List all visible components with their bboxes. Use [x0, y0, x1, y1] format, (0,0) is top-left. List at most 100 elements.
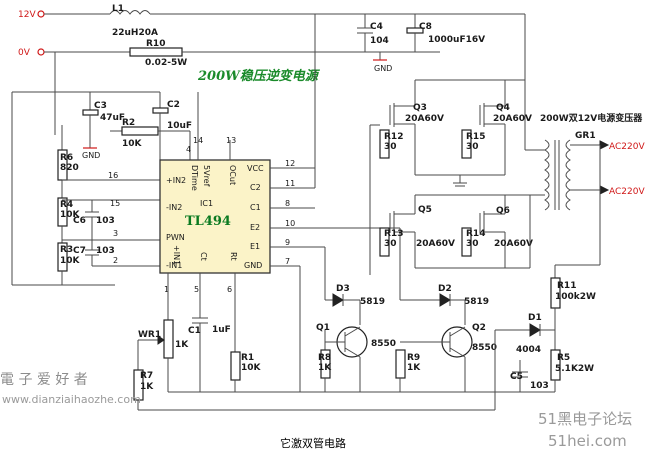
label-q1-value: 8550 [371, 339, 396, 349]
label-c7: C7 [73, 246, 86, 256]
watermark-site: 51hei.com [548, 432, 627, 450]
watermark-forum: 51黑电子论坛 [538, 410, 632, 428]
label-c4-value: 104 [370, 36, 389, 46]
pin-number-5: 5 [194, 285, 199, 294]
label-r3: R3 [60, 245, 73, 255]
label-wr1-value: 1K [175, 340, 189, 350]
label-c5-value: 103 [530, 381, 549, 391]
ic-ref-label: IC1 [200, 199, 213, 208]
ic-pin-label-rt: Rt [229, 252, 238, 261]
pin-number-9: 9 [285, 238, 290, 247]
figure-caption: 它激双管电路 [280, 436, 346, 450]
label-q4-value: 20A60V [493, 114, 532, 124]
terminal-12v [37, 10, 45, 18]
q2-emitter-leg [449, 326, 466, 337]
arrow-ac1 [599, 140, 610, 150]
resistor-r15 [461, 129, 472, 159]
label-q5: Q5 [418, 205, 432, 215]
resistor-r1 [230, 351, 241, 381]
inductor-l1 [109, 10, 151, 15]
pin-number-11: 11 [285, 179, 295, 188]
ic-tl494 [159, 159, 271, 274]
label-r5-value: 5.1K2W [555, 364, 594, 374]
ic-pin-label-in1n: -IN1 [166, 261, 182, 270]
label-r12-value: 30 [384, 142, 397, 152]
label-r6: R6 [60, 153, 73, 163]
resistor-r10 [129, 47, 183, 57]
label-r7-value: 1K [140, 382, 154, 392]
label-c3-value: 47uF [100, 113, 125, 123]
resistor-r2 [121, 126, 159, 136]
label-d2-value: 5819 [464, 297, 489, 307]
label-r13: R13 [384, 229, 403, 239]
label-c2: C2 [167, 100, 180, 110]
ic-pin-label-in2p: +IN2 [166, 176, 186, 185]
label-d1-value: 4004 [516, 345, 541, 355]
label-r11-value: 100k2W [555, 292, 596, 302]
wr1-wiper-arrow [157, 335, 165, 345]
resistor-r12 [379, 129, 390, 159]
label-r1: R1 [241, 353, 254, 363]
label-r13-value: 30 [384, 239, 397, 249]
label-r9: R9 [407, 353, 420, 363]
label-r14: R14 [466, 229, 485, 239]
label-d1: D1 [528, 313, 542, 323]
q1-emitter-leg [344, 326, 361, 337]
label-r4: R4 [60, 200, 73, 210]
label-q3: Q3 [413, 103, 427, 113]
ic-pin-label-in1p: +IN1 [172, 245, 181, 265]
potentiometer-wr1 [163, 319, 174, 359]
ic-pin-label-5vref: 5Vref [202, 165, 211, 187]
label-c7-value: 103 [96, 246, 115, 256]
label-gnd-top: GND [374, 64, 392, 73]
label-r9-value: 1K [407, 363, 421, 373]
label-q2-value: 8550 [472, 343, 497, 353]
label-r15-value: 30 [466, 142, 479, 152]
diode-d2 [439, 293, 451, 307]
diode-d1 [529, 323, 541, 337]
ic-pin-label-e2: E2 [250, 223, 260, 232]
label-r8-value: 1K [318, 363, 332, 373]
label-d2: D2 [438, 284, 452, 294]
watermark-cn: 電 子 爱 好 者 [0, 372, 88, 388]
label-q4: Q4 [496, 103, 510, 113]
label-q6-value: 20A60V [494, 239, 533, 249]
label-r5: R5 [557, 353, 570, 363]
label-r3-value: 10K [60, 256, 81, 266]
ic-pin-label-ocut: OCut [228, 165, 237, 185]
label-c6-value: 103 [96, 216, 115, 226]
ic-pin-label-pwn: PWN [166, 233, 185, 242]
pin-number-7: 7 [285, 257, 290, 266]
label-c1-value: 1uF [212, 325, 231, 335]
label-c8: C8 [419, 22, 432, 32]
label-c8-value: 1000uF16V [428, 35, 485, 45]
label-r8: R8 [318, 353, 331, 363]
label-r4-value: 10K [60, 210, 81, 220]
label-c4: C4 [370, 22, 383, 32]
label-c3: C3 [94, 101, 107, 111]
label-ac1: AC220V [609, 142, 645, 152]
cap-c2-body [152, 107, 169, 114]
label-r6-value: 820 [60, 163, 79, 173]
ic-pin-label-ct: Ct [199, 252, 208, 261]
label-r2: R2 [122, 118, 135, 128]
pin-number-12: 12 [285, 159, 295, 168]
label-q6: Q6 [496, 206, 510, 216]
pin-number-4: 4 [186, 145, 191, 154]
label-gr1: GR1 [575, 131, 596, 141]
pin-number-15: 15 [110, 199, 120, 208]
terminal-0v [37, 48, 45, 56]
label-gnd-c3: GND [82, 151, 100, 160]
label-r7: R7 [140, 371, 153, 381]
watermark-url: www.dianziaihaozhe.com [2, 393, 141, 406]
label-r12: R12 [384, 132, 403, 142]
ic-pin-label-c2: C2 [250, 183, 261, 192]
label-c5: C5 [510, 372, 523, 382]
label-r10-value: 0.02-5W [145, 58, 187, 68]
label-q1: Q1 [316, 323, 330, 333]
label-l1-value: 22uH20A [112, 28, 158, 38]
label-r15: R15 [466, 132, 485, 142]
pin-number-1: 1 [164, 285, 169, 294]
